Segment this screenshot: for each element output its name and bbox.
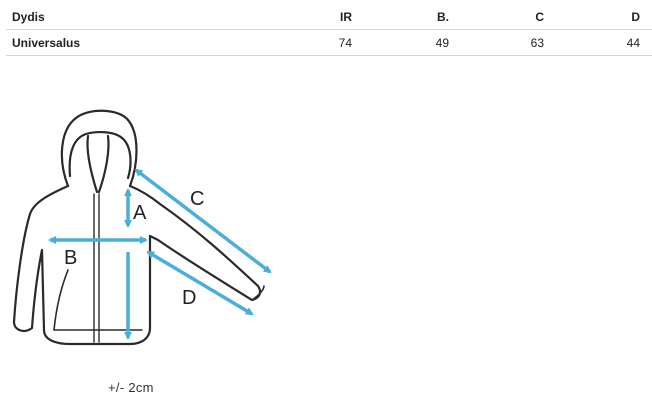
tolerance-note: +/- 2cm (108, 380, 154, 395)
header-ir: IR (312, 4, 352, 30)
table-row: Universalus 74 49 63 44 (6, 29, 652, 56)
cell-ir: 74 (312, 29, 352, 56)
hoodie-outline (12, 109, 265, 346)
measurement-arrows (48, 168, 272, 340)
row-size: Universalus (6, 29, 312, 56)
size-table-header-row: Dydis IR B. C D (6, 4, 652, 30)
label-b: B (64, 247, 77, 269)
cell-c: 63 (449, 29, 544, 56)
header-b: B. (352, 4, 449, 30)
header-c: C (449, 4, 544, 30)
header-size: Dydis (6, 4, 312, 30)
cell-b: 49 (352, 29, 449, 56)
arrow-d (146, 250, 254, 316)
label-c: C (190, 188, 204, 210)
label-d: D (182, 287, 196, 309)
header-d: D (544, 4, 652, 30)
size-table: Dydis IR B. C D Universalus 74 49 63 44 (6, 4, 652, 56)
label-a: A (133, 202, 147, 224)
cell-d: 44 (544, 29, 652, 56)
